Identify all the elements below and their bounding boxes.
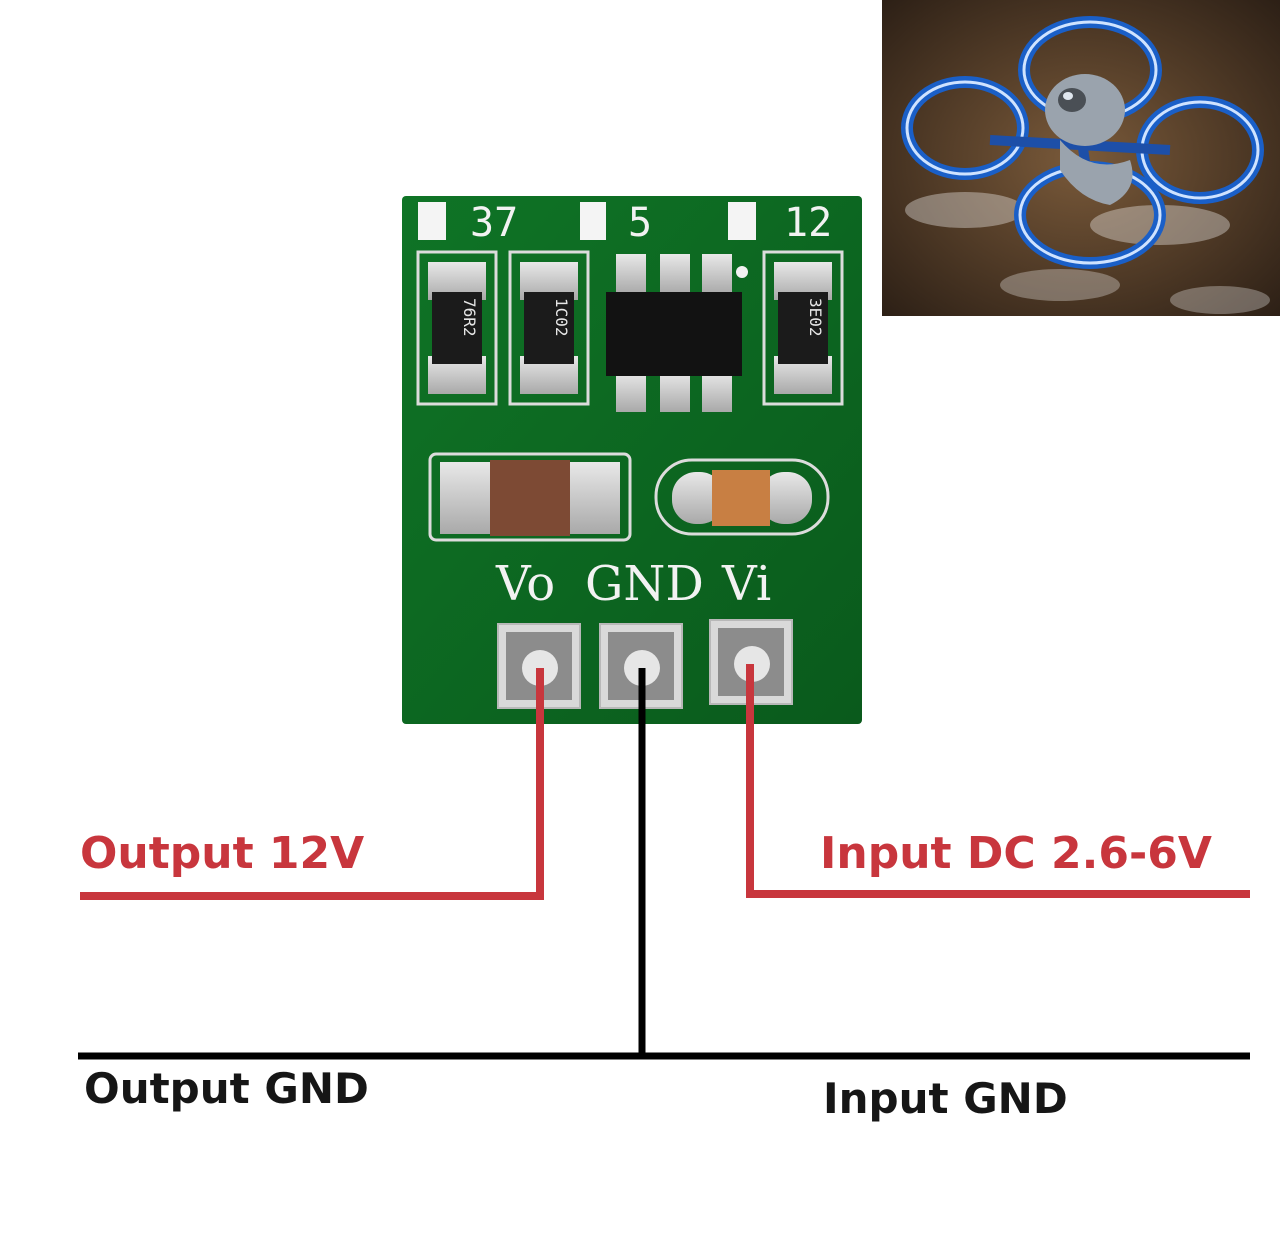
pin-label-vo: Vo [495, 556, 555, 612]
header-pad-vi [709, 619, 793, 705]
capacitor-small [654, 458, 830, 536]
ic-chip [606, 254, 748, 412]
output-voltage-label: Output 12V [80, 828, 365, 879]
drone-photo [882, 0, 1280, 316]
resistor-code-3: 3E02 [806, 298, 825, 337]
output-positive-wire [80, 668, 544, 900]
jumper-pad-5 [580, 202, 606, 240]
pcb-module: 37 5 12 76R2 1C02 3E02 [402, 196, 862, 724]
resistor-outline-1 [416, 250, 498, 406]
jumper-pad-37 [418, 202, 446, 240]
input-positive-wire [746, 664, 1250, 898]
input-voltage-label: Input DC 2.6-6V [820, 828, 1212, 879]
output-gnd-label: Output GND [84, 1064, 369, 1113]
capacitor-large [428, 452, 632, 542]
input-gnd-label: Input GND [823, 1074, 1068, 1123]
resistor-outline-3 [762, 250, 844, 406]
jumper-pad-12 [728, 202, 756, 240]
pad-label-5: 5 [628, 200, 652, 246]
pin-label-vi: Vi [721, 556, 771, 612]
quadcopter-drone-icon [901, 16, 1264, 269]
resistor-outline-2 [508, 250, 590, 406]
resistor-code-1: 76R2 [460, 298, 479, 337]
pin-label-gnd: GND [585, 556, 704, 612]
pad-label-37: 37 [470, 200, 518, 246]
resistor-code-2: 1C02 [552, 298, 571, 337]
resistor-1: 76R2 [428, 262, 486, 394]
resistor-3: 3E02 [774, 262, 832, 394]
wiring [78, 664, 1250, 1060]
pcb-board [402, 196, 862, 724]
resistor-2: 1C02 [520, 262, 578, 394]
header-pad-vo [497, 623, 581, 709]
pad-label-12: 12 [784, 200, 832, 246]
